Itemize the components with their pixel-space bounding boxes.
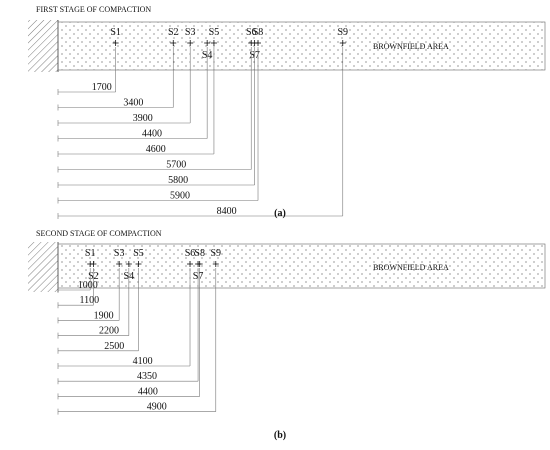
dimension-label: 1000 <box>78 280 98 291</box>
dimension-label: 4400 <box>138 386 158 397</box>
dimension-label: 4100 <box>133 356 153 367</box>
brownfield-area <box>57 21 546 71</box>
dimension-line <box>57 47 259 204</box>
dimension-label: 2200 <box>99 326 119 337</box>
stage-a: FIRST STAGE OF COMPACTION BROWNFIELD ARE… <box>28 5 546 219</box>
sensor-marker <box>339 40 346 46</box>
sensor-marker <box>212 261 219 267</box>
dimension-label: 2500 <box>104 341 124 352</box>
sensor-label: S3 <box>185 27 196 38</box>
dimension-line <box>57 47 215 157</box>
dimension-label: 3900 <box>133 113 153 124</box>
dimension-label: 4350 <box>137 371 157 382</box>
sensor-marker <box>135 261 142 267</box>
stage-b: SECOND STAGE OF COMPACTION BROWNFIELD AR… <box>28 229 546 441</box>
dimension-line <box>57 47 191 126</box>
figure-caption: (b) <box>274 430 286 441</box>
area-label: BROWNFIELD AREA <box>373 42 449 51</box>
dimension-label: 4900 <box>147 402 167 413</box>
dimension-line <box>57 47 174 111</box>
sensor-marker <box>90 261 97 267</box>
dimension-line <box>57 268 199 385</box>
sensor-label: S2 <box>168 27 179 38</box>
dimension-label: 4400 <box>142 129 162 140</box>
dimension-line <box>57 268 200 400</box>
sensor-label: S3 <box>114 248 125 259</box>
dimension-label: 3400 <box>123 98 143 109</box>
dimension-label: 4600 <box>146 144 166 155</box>
sensor-marker <box>125 261 132 267</box>
dimension-line <box>57 268 91 293</box>
sensor-label: S5 <box>209 27 220 38</box>
dimension-line <box>57 47 116 95</box>
sensor-label: S6 <box>246 27 257 38</box>
dimension-line <box>57 268 120 324</box>
sensor-marker <box>170 40 177 46</box>
dimension-line <box>57 268 130 339</box>
area-label: BROWNFIELD AREA <box>373 263 449 272</box>
dimension-line <box>57 47 255 188</box>
sensor-marker <box>210 40 217 46</box>
sensor-marker <box>187 40 194 46</box>
dimension-label: 1700 <box>92 82 112 93</box>
dimension-line <box>57 268 139 354</box>
dimension-line <box>57 268 191 369</box>
dimension-line <box>57 47 208 142</box>
sensor-marker <box>187 261 194 267</box>
figure-caption: (a) <box>274 208 286 219</box>
sensor-label: S1 <box>85 248 96 259</box>
dimension-line <box>57 47 344 219</box>
sensor-label: S8 <box>194 248 205 259</box>
dimension-label: 1100 <box>79 295 99 306</box>
dimension-line <box>57 268 217 415</box>
stage-title: FIRST STAGE OF COMPACTION <box>36 5 151 14</box>
dimension-line <box>57 47 252 173</box>
wall-hatch <box>28 242 58 292</box>
sensor-label: S6 <box>185 248 196 259</box>
dimension-line <box>57 268 94 309</box>
brownfield-area <box>57 243 546 289</box>
sensor-label: S8 <box>253 27 264 38</box>
dimension-label: 5700 <box>166 160 186 171</box>
dimension-label: 8400 <box>217 206 237 217</box>
dimension-label: 5900 <box>170 191 190 202</box>
sensor-marker <box>204 40 211 46</box>
sensor-marker <box>112 40 119 46</box>
dimension-label: 1900 <box>94 310 114 321</box>
sensor-label: S5 <box>133 248 144 259</box>
dimension-label: 5800 <box>168 175 188 186</box>
stage-title: SECOND STAGE OF COMPACTION <box>36 229 162 238</box>
sensor-label: S9 <box>337 27 348 38</box>
sensor-marker <box>116 261 123 267</box>
sensor-marker <box>255 40 262 46</box>
sensor-label: S9 <box>210 248 221 259</box>
dimension-lines: 1000 1100 1900 2200 2500 4100 4350 4400 4900 <box>57 268 217 415</box>
sensor-marker <box>196 261 203 267</box>
wall-hatch <box>28 20 58 72</box>
sensor-label: S1 <box>110 27 121 38</box>
